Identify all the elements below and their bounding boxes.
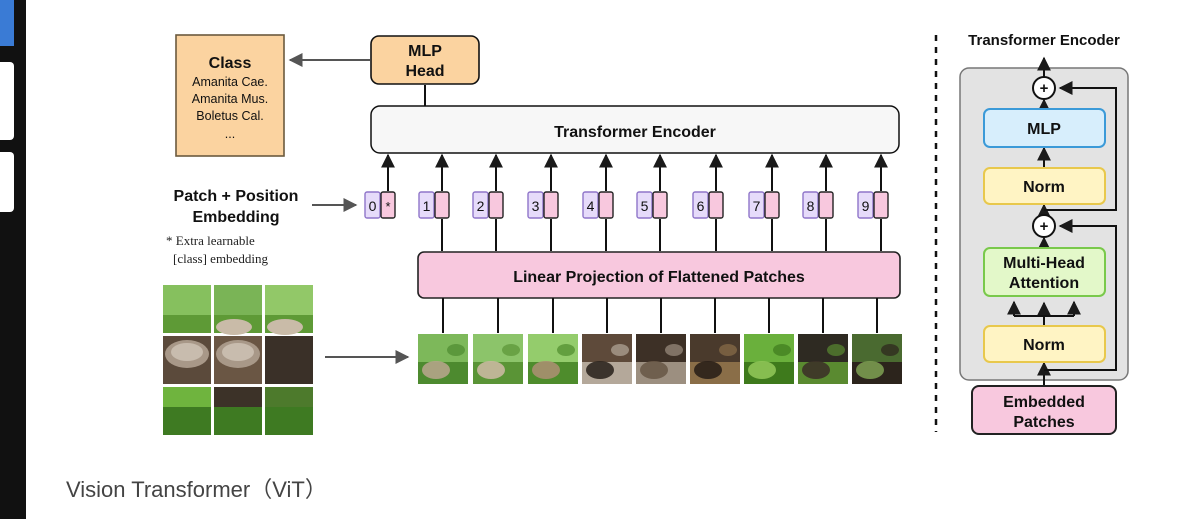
patch-embedding-label: Embedding (192, 209, 279, 226)
position-token-6: 6 (692, 191, 724, 219)
linear-projection-box: Linear Projection of Flattened Patches (417, 251, 901, 299)
window-edge-card (0, 152, 14, 212)
svg-text:MLP: MLP (1027, 121, 1061, 138)
position-token-1: 1 (418, 191, 450, 219)
extra-note: [class] embedding (173, 251, 268, 266)
source-image-cell (214, 387, 262, 435)
position-index: 7 (753, 198, 761, 214)
mlp-head-label: Head (405, 63, 444, 80)
image-patch (418, 334, 468, 384)
mlp-head-box: MLP Head (370, 35, 480, 85)
svg-text:Patches: Patches (1013, 414, 1074, 431)
encoder-block-title: Transformer Encoder (968, 32, 1120, 49)
svg-text:Norm: Norm (1023, 179, 1065, 196)
encoder-block-connectors (1007, 56, 1117, 385)
class-title: Class (209, 55, 252, 72)
position-index: 4 (587, 198, 595, 214)
source-image-cell (214, 336, 262, 384)
extra-note: * Extra learnable (166, 233, 255, 248)
image-patch (473, 334, 523, 384)
class-item: Boletus Cal. (196, 109, 263, 123)
position-token-2: 2 (472, 191, 504, 219)
position-index: 3 (532, 198, 540, 214)
image-patch (528, 334, 578, 384)
position-index: 8 (807, 198, 815, 214)
class-item: ... (225, 127, 235, 141)
position-token-9: 9 (857, 191, 889, 219)
image-patch (636, 334, 686, 384)
mlp-block: MLP (983, 108, 1106, 148)
position-index: 2 (477, 198, 485, 214)
source-image-cell (163, 387, 211, 435)
position-index: 1 (423, 198, 431, 214)
norm-block-top: Norm (983, 167, 1106, 205)
mlp-head-label: MLP (408, 43, 442, 60)
source-image-cell (163, 285, 211, 333)
patch-lines (442, 298, 878, 333)
patch-embedding-label: Patch + Position (174, 188, 299, 205)
position-token-8: 8 (802, 191, 834, 219)
svg-text:Multi-Head: Multi-Head (1003, 255, 1085, 272)
embedded-patches-block: Embedded Patches (971, 385, 1117, 435)
transformer-encoder-box: Transformer Encoder (370, 105, 900, 154)
position-index: 6 (697, 198, 705, 214)
multi-head-attention-block: Multi-Head Attention (983, 247, 1106, 297)
image-patch (798, 334, 848, 384)
norm-block-bottom: Norm (983, 325, 1106, 363)
svg-text:+: + (1040, 218, 1049, 235)
image-patch (744, 334, 794, 384)
window-edge-card (0, 62, 14, 140)
window-edge-accent (0, 0, 14, 46)
position-token-3: 3 (527, 191, 559, 219)
source-image-cell (265, 285, 313, 335)
left-window-strip (0, 0, 26, 519)
position-index: 0 (369, 198, 377, 214)
plus-node-bottom: + (1032, 214, 1056, 238)
position-token-0: 0* (364, 191, 396, 219)
image-patch (852, 334, 902, 384)
svg-text:Embedded: Embedded (1003, 394, 1085, 411)
source-image-grid (163, 285, 313, 435)
class-token-mark: * (385, 199, 390, 214)
linear-projection-label: Linear Projection of Flattened Patches (513, 269, 805, 286)
plus-node-top: + (1032, 76, 1056, 100)
figure-caption: Vision Transformer（ViT） (66, 477, 327, 502)
token-arrows (381, 153, 888, 251)
patch-strip (418, 334, 902, 384)
image-patch (690, 334, 740, 384)
source-image-cell (214, 285, 262, 335)
svg-text:Attention: Attention (1009, 275, 1079, 292)
position-token-5: 5 (636, 191, 668, 219)
svg-text:Norm: Norm (1023, 337, 1065, 354)
class-item: Amanita Mus. (192, 92, 268, 106)
position-index: 5 (641, 198, 649, 214)
class-box: Class Amanita Cae. Amanita Mus. Boletus … (175, 34, 285, 157)
position-index: 9 (862, 198, 870, 214)
source-image-cell (265, 336, 313, 384)
source-image-cell (265, 387, 313, 435)
source-image-cell (163, 336, 211, 384)
position-token-4: 4 (582, 191, 614, 219)
class-item: Amanita Cae. (192, 75, 268, 89)
image-patch (582, 334, 632, 384)
svg-text:+: + (1040, 80, 1049, 97)
transformer-encoder-label: Transformer Encoder (554, 124, 716, 141)
position-token-7: 7 (748, 191, 780, 219)
